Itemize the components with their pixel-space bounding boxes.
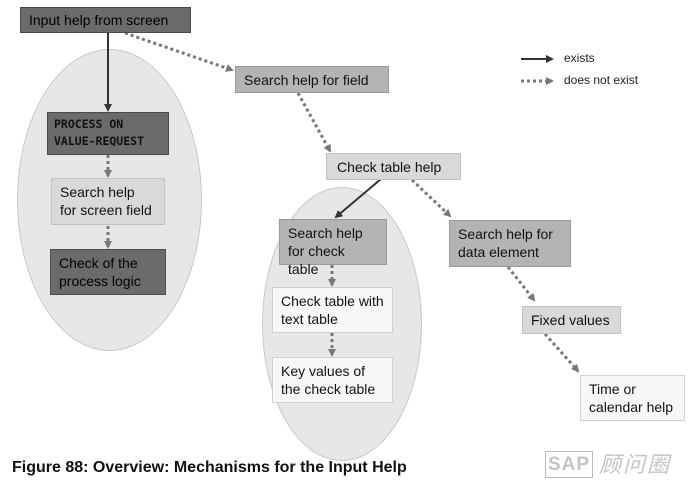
node-label: Fixed values	[531, 312, 610, 328]
node-input-help-from-screen: Input help from screen	[20, 7, 191, 33]
node-label-line-1: Search help	[288, 225, 363, 241]
node-label-line-1: Check of the	[59, 255, 138, 271]
node-label-line-2: for screen field	[60, 202, 152, 218]
node-label: Search help for field	[244, 72, 369, 88]
node-label-line-1: Time or	[589, 381, 636, 397]
node-search-help-for-field: Search help for field	[235, 66, 389, 93]
node-label-line-2: for check table	[288, 243, 345, 277]
node-label-line-1: Search help	[60, 184, 135, 200]
node-label: Input help from screen	[29, 12, 169, 28]
node-label-line-2: calendar help	[589, 399, 674, 415]
legend-does-not-exist-label: does not exist	[564, 73, 639, 87]
node-check-table-with-text-table: Check table with text table	[272, 287, 393, 333]
watermark-logo: SAP 顾问圈	[545, 451, 679, 478]
edge-input-to-field	[124, 31, 234, 72]
edge-field-to-checktable	[296, 92, 332, 153]
node-fixed-values: Fixed values	[522, 306, 621, 334]
node-label-line-2: process logic	[59, 273, 141, 289]
edge-checktable-to-shcheck	[334, 178, 382, 219]
figure-caption: Figure 88: Overview: Mechanisms for the …	[12, 459, 407, 476]
node-label-line-2: data element	[458, 244, 539, 260]
node-check-of-process-logic: Check of the process logic	[50, 249, 166, 295]
legend-exists-label: exists	[564, 51, 595, 65]
node-search-help-for-data-element: Search help for data element	[449, 220, 571, 267]
node-label-line-2: VALUE-REQUEST	[54, 134, 145, 148]
node-label-line-2: the check table	[281, 381, 376, 397]
node-search-help-for-check-table: Search help for check table	[279, 219, 387, 277]
node-label-line-2: text table	[281, 311, 338, 327]
node-label: Check table help	[337, 159, 442, 175]
watermark-text: 顾问圈	[599, 452, 672, 477]
node-label-line-1: Key values of	[281, 363, 366, 379]
node-process-on-value-request: PROCESS ON VALUE-REQUEST	[47, 112, 169, 155]
watermark-sap-mark: SAP	[545, 451, 593, 478]
node-label-line-1: Search help for	[458, 226, 553, 242]
node-label-line-1: Check table with	[281, 293, 384, 309]
edge-dataelement-to-fixed	[506, 266, 536, 302]
node-time-or-calendar-help: Time or calendar help	[580, 375, 685, 421]
node-key-values-of-check-table: Key values of the check table	[272, 357, 393, 403]
node-check-table-help: Check table help	[326, 153, 461, 180]
edge-fixed-to-calendar	[543, 333, 580, 373]
edge-checktable-to-dataelement	[410, 178, 452, 218]
node-label-line-1: PROCESS ON	[54, 117, 124, 131]
node-search-help-for-screen-field: Search help for screen field	[51, 178, 165, 225]
